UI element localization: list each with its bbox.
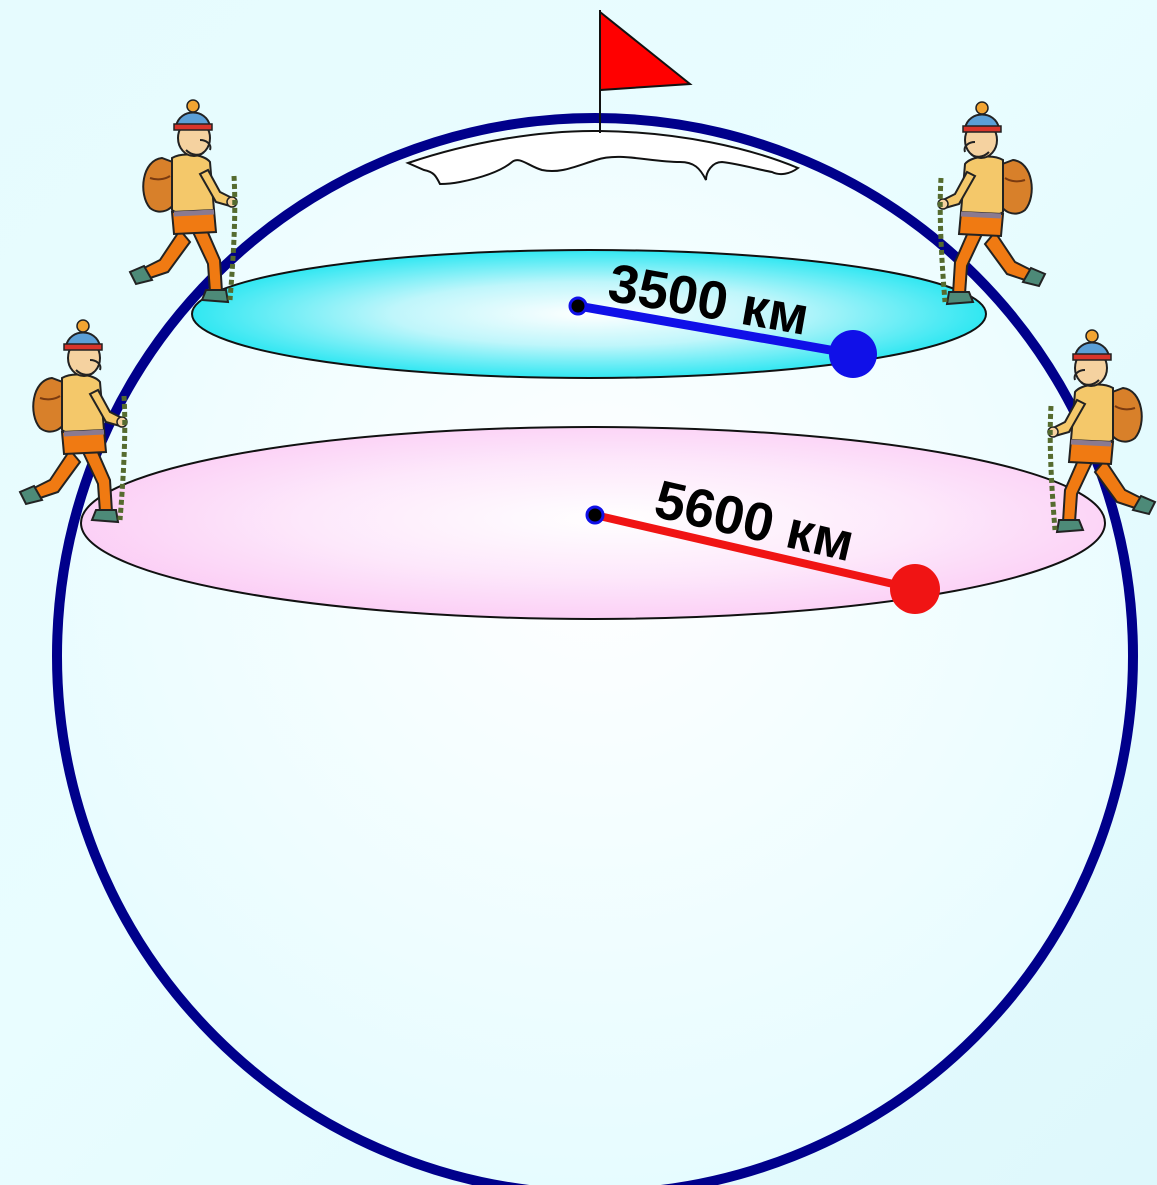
flag-icon <box>599 9 693 133</box>
top-center-point <box>568 296 588 316</box>
hiker-icon <box>20 320 127 522</box>
sphere-outline <box>52 113 1138 1185</box>
lower-radius-endpoint <box>890 564 940 614</box>
hiker-icon <box>938 102 1045 304</box>
top-radius-line <box>573 301 858 359</box>
top-radius-endpoint <box>829 330 877 378</box>
lower-center-point <box>585 505 605 525</box>
snow-cap-icon <box>405 129 801 186</box>
lower-radius-line <box>591 511 919 593</box>
hiker-icon <box>130 100 237 302</box>
